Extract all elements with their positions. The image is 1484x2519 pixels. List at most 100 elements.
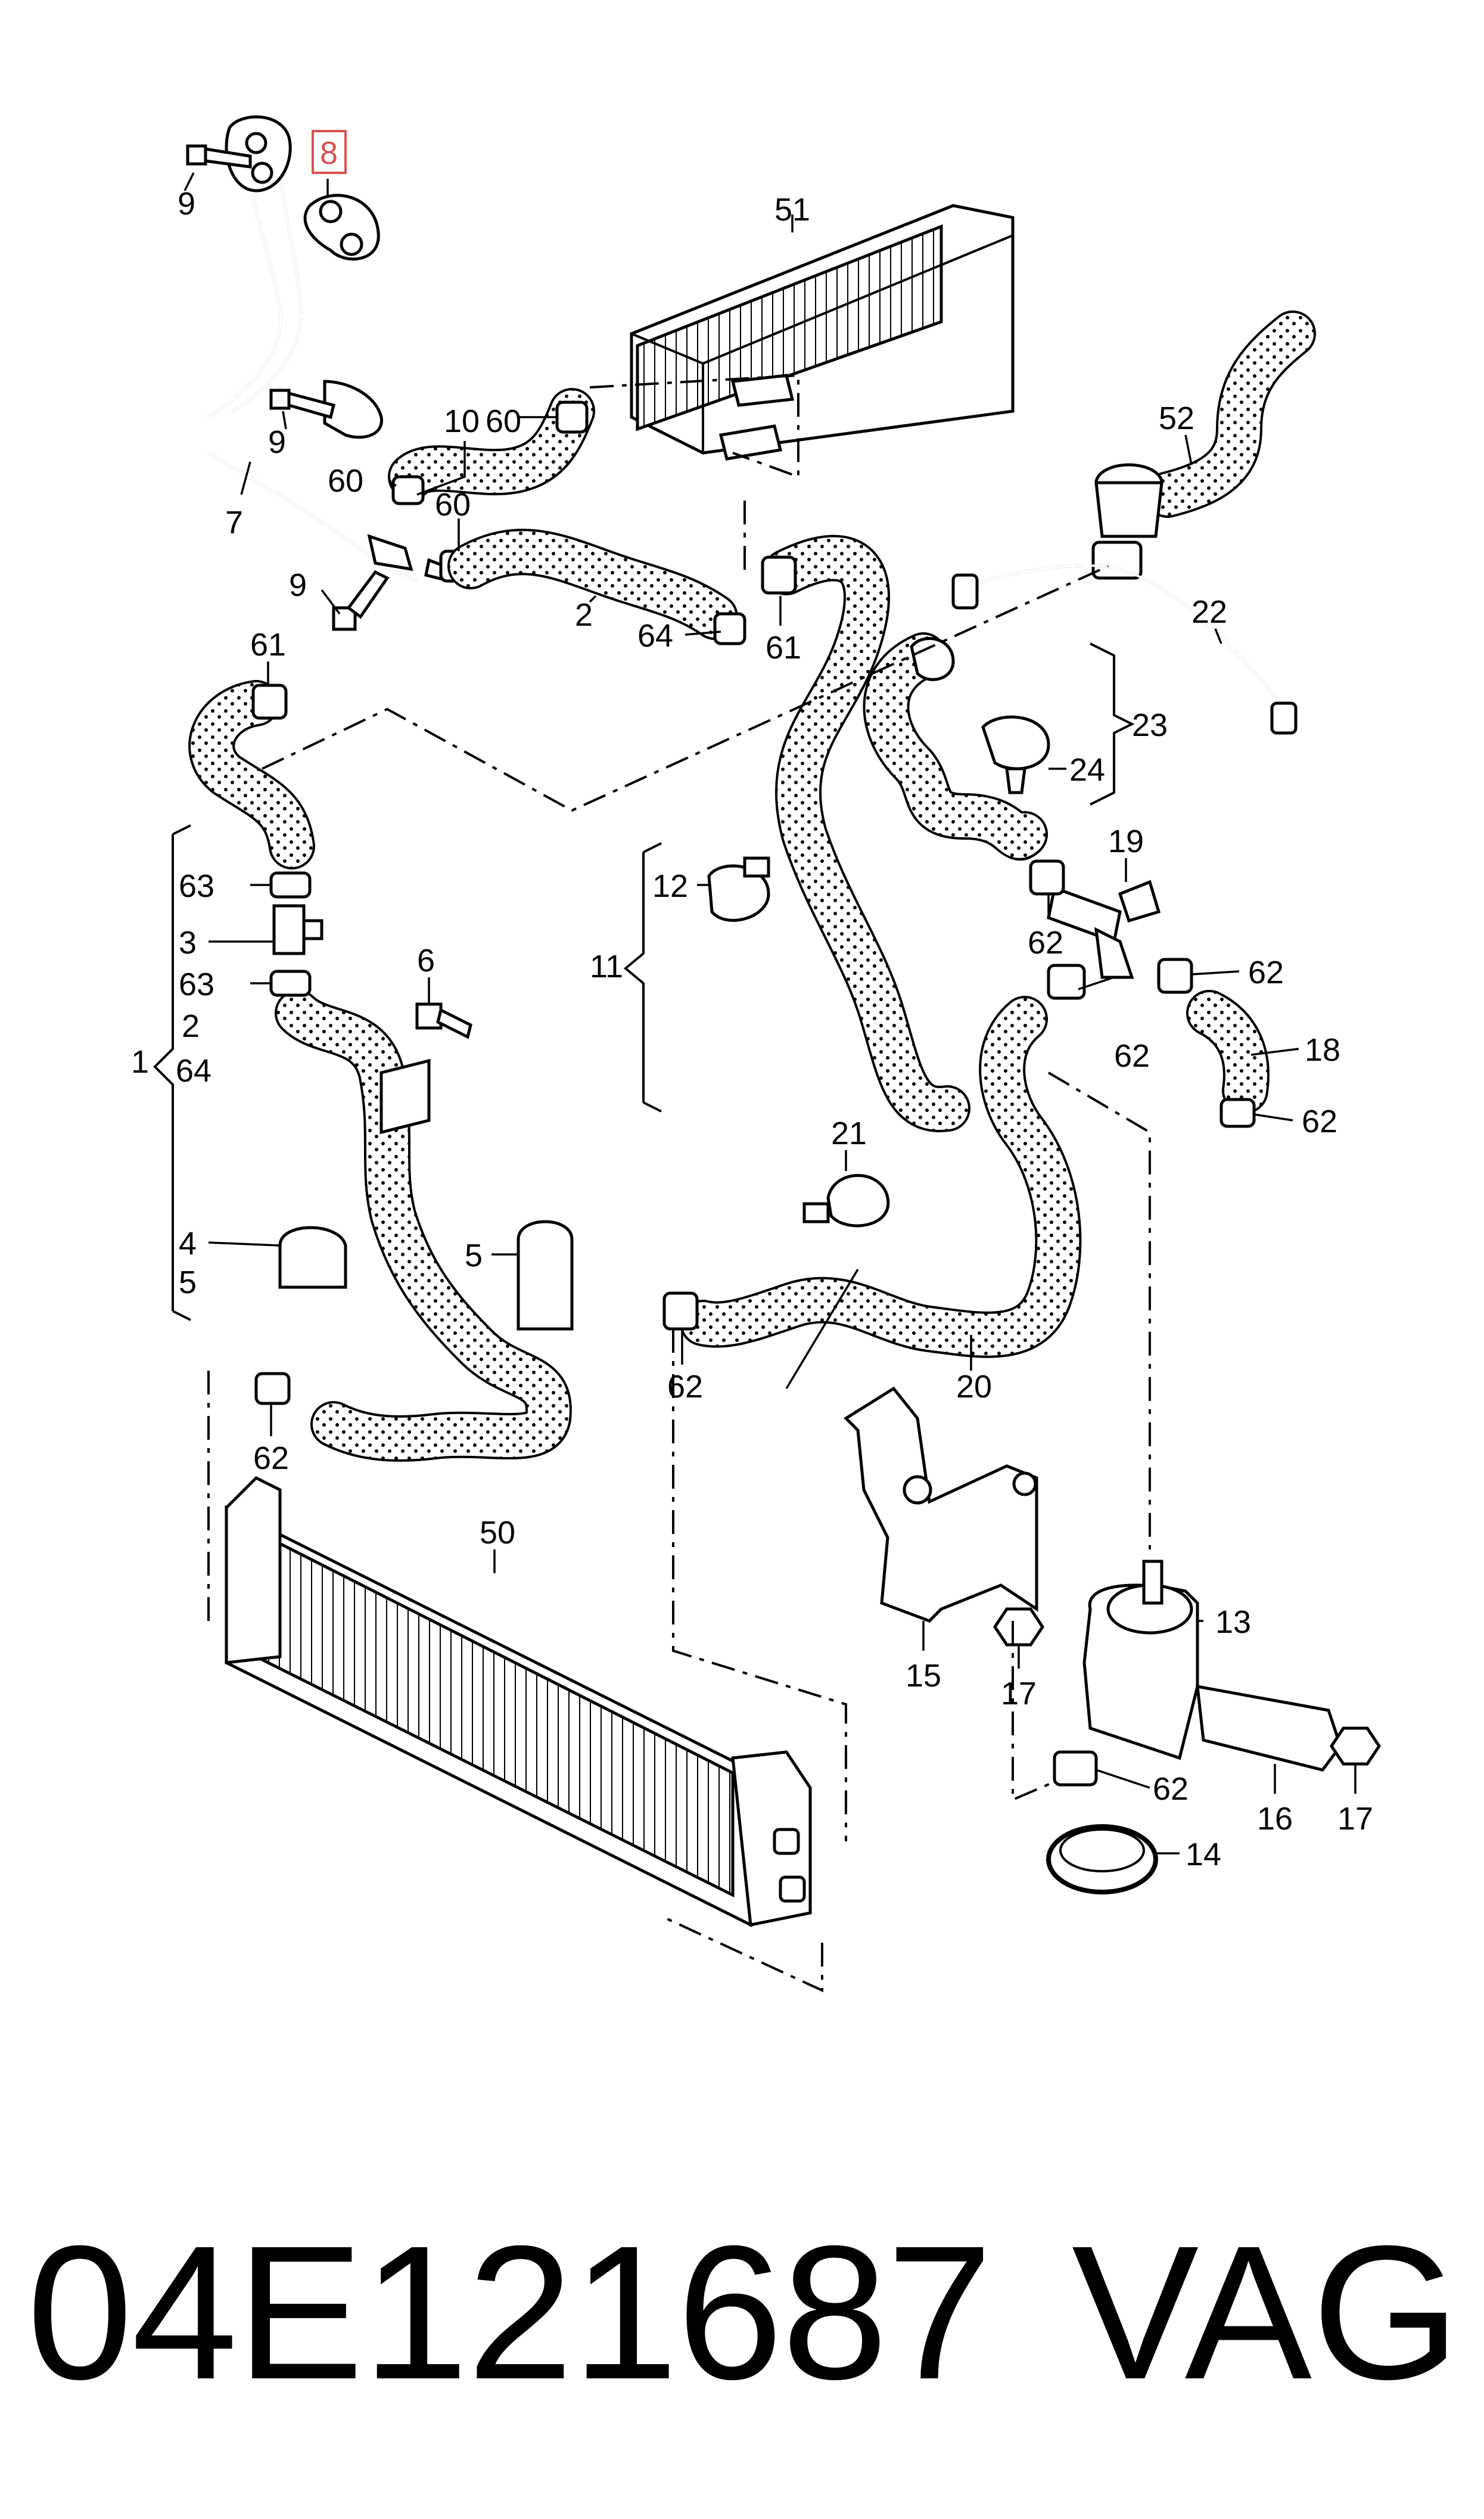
label-18: 18 [1305, 1032, 1340, 1068]
label-8: 8 [320, 135, 338, 171]
coolant-pump-13 [1082, 1560, 1199, 1760]
label-51: 51 [774, 192, 810, 228]
bracket-16 [1196, 1684, 1342, 1772]
egr-cooler-51 [630, 204, 1015, 461]
label-62: 62 [667, 1369, 703, 1405]
label-2: 2 [575, 597, 593, 633]
leader-lines [183, 172, 1357, 1855]
label-24: 24 [1069, 752, 1105, 788]
label-64: 64 [637, 618, 673, 654]
label-11: 11 [590, 949, 623, 984]
label-7: 7 [225, 505, 243, 541]
label-23: 23 [1132, 707, 1168, 743]
coolant-pipe-7 [207, 115, 455, 583]
nut-17-left [993, 1607, 1045, 1647]
label-60: 60 [435, 487, 471, 523]
clamp-61-right [761, 555, 797, 595]
auxiliary-radiator-50 [225, 1476, 812, 1928]
label-62: 62 [1028, 925, 1063, 961]
hose-2 [447, 529, 738, 640]
label-64: 64 [176, 1053, 211, 1089]
label-16: 16 [1257, 1801, 1293, 1837]
hose-20 [680, 996, 1082, 1358]
label-3: 3 [179, 925, 197, 961]
clamp-62-right [1157, 958, 1193, 994]
clamp-63-lower [269, 970, 312, 997]
part-number: 04E121687 [27, 2206, 993, 2419]
clamp-62-upper [1029, 859, 1065, 896]
clamp-60-top [555, 400, 589, 434]
label-12: 12 [652, 868, 688, 904]
label-21: 21 [831, 1116, 867, 1151]
label-62: 62 [1302, 1104, 1337, 1139]
bolt-6 [379, 1002, 472, 1135]
label-62: 62 [1114, 1038, 1150, 1074]
clamp-5 [517, 1220, 574, 1331]
label-13: 13 [1215, 1604, 1251, 1640]
group-brackets [153, 642, 1135, 1321]
vent-pipe-22 [951, 564, 1298, 735]
label-60: 60 [486, 403, 521, 439]
label-15: 15 [906, 1658, 941, 1694]
clamp-62-hose18 [1219, 1098, 1256, 1128]
label-5: 5 [179, 1265, 197, 1300]
hose-18 [1186, 990, 1270, 1114]
hose-middle-long [763, 535, 970, 1132]
label-63: 63 [179, 868, 214, 904]
label-2: 2 [182, 1008, 200, 1044]
label-19: 19 [1108, 824, 1144, 859]
label-61: 61 [766, 630, 801, 666]
label-4: 4 [179, 1226, 197, 1262]
label-17: 17 [1337, 1801, 1373, 1837]
bolt-9-bottom [332, 570, 390, 631]
clamp-21 [802, 1174, 890, 1228]
reference-lines [207, 374, 1151, 1993]
label-22: 22 [1191, 594, 1227, 630]
label-60: 60 [328, 463, 363, 499]
label-9: 9 [268, 424, 286, 460]
label-5: 5 [465, 1238, 483, 1274]
clamp-63-upper [269, 871, 312, 899]
clamp-4 [278, 1226, 347, 1289]
label-52: 52 [1159, 400, 1194, 436]
bolt-9-top [186, 144, 252, 169]
label-61: 61 [250, 627, 286, 663]
label-6: 6 [417, 943, 435, 979]
label-14: 14 [1186, 1837, 1221, 1872]
clamp-12 [707, 856, 770, 922]
caption: 04E121687 VAG [0, 2205, 1484, 2419]
clamp-60-left [391, 475, 425, 505]
hose-10 [388, 388, 595, 500]
clamp-62-pump [1053, 1750, 1098, 1787]
clamp-61-left [251, 684, 288, 720]
connector-3 [272, 904, 323, 955]
label-62: 62 [253, 1440, 289, 1476]
label-62: 62 [1248, 955, 1284, 990]
t-piece-19 [1047, 880, 1161, 979]
label-1: 1 [131, 1044, 149, 1080]
callout-labels: 8 9 51 9 10 60 60 60 7 52 9 2 64 61 61 2… [131, 135, 1373, 1872]
bracket-15 [844, 1386, 1038, 1623]
clamp-62-left [254, 1372, 291, 1405]
label-63: 63 [179, 967, 214, 1002]
seal-ring-14 [1046, 1824, 1158, 1894]
brand-name: VAG [1071, 2206, 1460, 2419]
label-10: 10 [444, 403, 480, 439]
hose-52 [1144, 310, 1316, 518]
label-9: 9 [178, 186, 195, 222]
clamp-64 [713, 612, 746, 645]
clamp-62-middle [1047, 964, 1086, 1000]
label-50: 50 [480, 1515, 515, 1551]
highlight-box-8 [312, 130, 347, 174]
bolt-9-middle [269, 389, 336, 420]
hose-left-upper [188, 680, 315, 869]
clamp-24 [981, 715, 1050, 794]
label-9: 9 [289, 567, 307, 603]
connector-52 [1091, 463, 1163, 580]
nut-17-right [1329, 1726, 1382, 1766]
label-20: 20 [956, 1369, 992, 1405]
hose-23 [863, 632, 1048, 861]
clamp-62-hose20 [662, 1291, 699, 1331]
gasket-8 [303, 194, 380, 261]
